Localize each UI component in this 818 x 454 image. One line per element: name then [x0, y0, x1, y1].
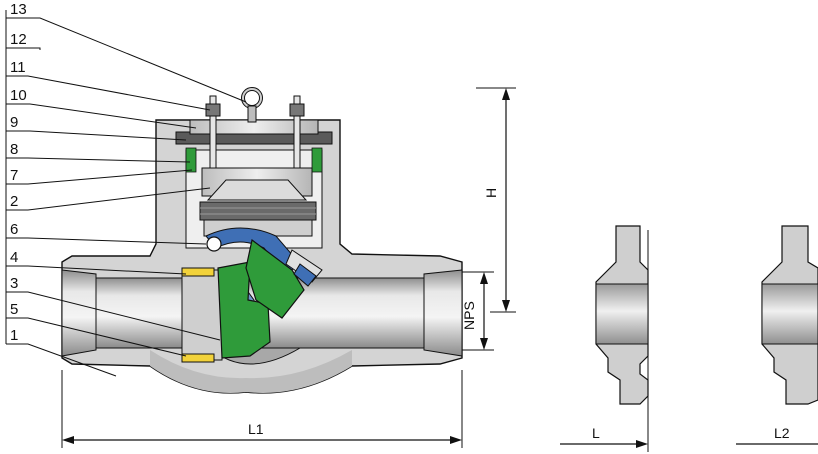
leader-3 [6, 291, 221, 341]
callout-10: 10 [10, 87, 27, 104]
leader-6 [6, 237, 207, 245]
leader-11 [6, 75, 211, 111]
seat-face-bottom [181, 353, 215, 363]
callout-8: 8 [10, 141, 18, 158]
disc-lock [293, 263, 317, 287]
leader-8 [6, 157, 191, 163]
callout-12: 12 [10, 31, 27, 48]
seat-face-top [181, 267, 215, 277]
h-label: H [483, 188, 499, 198]
right-pipe-end [423, 269, 463, 357]
dimension-h: H [476, 87, 516, 313]
leader-10 [6, 103, 197, 129]
callout-numbers: 13 12 11 10 9 8 7 2 6 4 3 5 1 [10, 1, 27, 344]
cap-dome [206, 179, 308, 201]
leader-13 [6, 17, 247, 103]
callout-4: 4 [10, 249, 18, 266]
callout-lines [5, 10, 247, 377]
dimension-nps: NPS [461, 271, 494, 351]
stud-left [205, 95, 221, 169]
gasket-right [311, 147, 323, 173]
l2-label: L2 [774, 425, 790, 441]
flange-end-view-l2: L2 [736, 225, 818, 445]
l-label: L [592, 425, 600, 441]
callout-13: 13 [10, 1, 27, 18]
leader-9 [6, 130, 187, 141]
internals [181, 227, 323, 363]
leader-2 [6, 187, 211, 211]
eye-bolt [241, 87, 263, 123]
callout-7: 7 [10, 167, 18, 184]
leader-5 [6, 317, 187, 357]
threaded-ring [199, 201, 317, 221]
nps-label: NPS [461, 301, 477, 330]
flange-end-view-l: L [560, 225, 649, 452]
leader-1 [6, 343, 117, 377]
callout-3: 3 [10, 275, 18, 292]
callout-1: 1 [10, 327, 18, 344]
body-belly [150, 350, 352, 393]
callout-6: 6 [10, 221, 18, 238]
gasket-left [185, 147, 197, 173]
leader-4 [6, 265, 187, 275]
seat-ring [181, 269, 223, 361]
callout-5: 5 [10, 301, 18, 318]
disc-nut [245, 238, 305, 319]
dimension-l1: L1 [61, 370, 463, 448]
left-pipe-end [61, 269, 97, 357]
l1-label: L1 [248, 421, 264, 437]
leader-7 [6, 169, 193, 185]
stud-right [289, 95, 305, 169]
hinge-pin [206, 236, 222, 252]
callout-11: 11 [10, 59, 26, 76]
bonnet-assembly [175, 87, 333, 237]
callout-2: 2 [10, 193, 18, 210]
leader-12 [6, 47, 41, 50]
callout-9: 9 [10, 114, 18, 131]
